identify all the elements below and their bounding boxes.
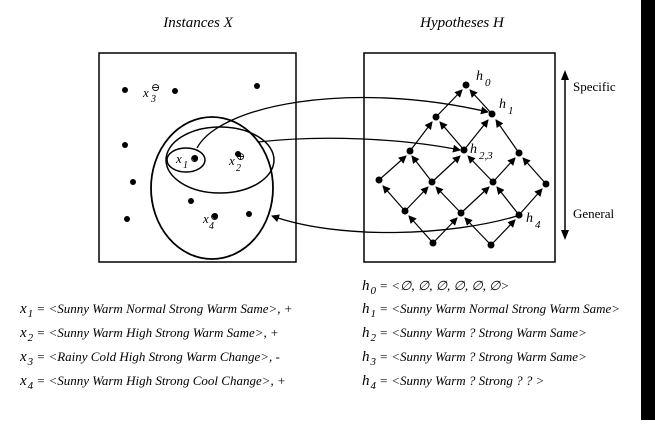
lattice-labels: h 0 h 1 h 2,3 h 4 [470, 69, 541, 231]
instance-dot [188, 198, 194, 204]
lattice-node [429, 239, 437, 247]
h0-label: h [476, 69, 483, 84]
lattice-nodes [375, 81, 550, 249]
hypothesis-row-h4: h4 = <Sunny Warm ? Strong ? ? > [362, 373, 545, 392]
right-edge-bar [641, 0, 655, 420]
hypothesis-row-h2: h2 = <Sunny Warm ? Strong Warm Same> [362, 325, 587, 344]
instance-dot [246, 211, 252, 217]
h1-coverage-ellipse [166, 147, 206, 173]
x2-label: x [228, 153, 235, 168]
instance-dot [172, 88, 178, 94]
x2-sub: 2 [236, 163, 241, 174]
instance-labels: x 3 ⊖ x 1 ⊕ x 2 ⊕ x 4 ⊕ [142, 82, 245, 232]
arrow-x2-to-h23 [257, 137, 461, 153]
x3-label: x [142, 85, 149, 100]
axis-specific-label: Specific [573, 79, 616, 94]
instance-dot-x1 [192, 155, 198, 161]
lattice-node [487, 241, 495, 249]
hypotheses-title: Hypotheses H [419, 15, 505, 31]
lattice-node [401, 207, 409, 215]
lattice-node [515, 149, 523, 157]
h0-sub: 0 [485, 77, 491, 89]
x3-sub: 3 [150, 94, 156, 105]
instance-dots [122, 83, 260, 222]
h1-sub: 1 [508, 105, 514, 117]
specificity-axis: Specific General [561, 70, 616, 240]
hypothesis-space-box [363, 52, 556, 263]
axis-down-arrow [561, 230, 569, 240]
x1-sub: 1 [183, 160, 188, 171]
axis-general-label: General [573, 206, 615, 221]
lattice-node [457, 209, 465, 217]
x1-label: x [175, 151, 182, 166]
arrow-x1-to-h1 [196, 96, 489, 149]
hypothesis-row-h1: h1 = <Sunny Warm Normal Strong Warm Same… [362, 301, 621, 320]
instance-dot [254, 83, 260, 89]
node-h4 [515, 211, 523, 219]
h4-label: h [526, 211, 533, 226]
x4-sub: 4 [209, 221, 214, 232]
instances-title: Instances X [162, 15, 233, 31]
arrow-h4-to-region [271, 214, 518, 234]
h4-sub: 4 [535, 219, 541, 231]
node-h23 [460, 146, 468, 154]
mapping-arrows [196, 96, 518, 234]
lattice-node [432, 113, 440, 121]
instance-dot [130, 179, 136, 185]
x3-minus-sign: ⊖ [151, 82, 160, 94]
h23-label: h [470, 142, 477, 157]
instance-row-x3: x3 = <Rainy Cold High Strong Warm Change… [20, 349, 280, 368]
node-h0 [462, 81, 470, 89]
node-h1 [488, 110, 496, 118]
lattice-node [542, 180, 550, 188]
lattice-arrows [378, 89, 547, 246]
h23-sub: 2,3 [479, 150, 493, 162]
hypothesis-row-h3: h3 = <Sunny Warm ? Strong Warm Same> [362, 349, 587, 368]
lattice-node [406, 147, 414, 155]
instance-dot-x2 [235, 151, 241, 157]
instance-space-box [98, 52, 297, 263]
instance-dot [122, 87, 128, 93]
x4-plus-sign: ⊕ [210, 211, 219, 223]
instance-dot [124, 216, 130, 222]
hypothesis-row-h0: h0 = <∅, ∅, ∅, ∅, ∅, ∅> [362, 278, 510, 297]
instance-dot [122, 142, 128, 148]
x1-plus-sign: ⊕ [190, 153, 199, 165]
instance-row-x1: x1 = <Sunny Warm Normal Strong Warm Same… [20, 301, 293, 320]
x2-plus-sign: ⊕ [236, 151, 245, 163]
lattice-node [428, 178, 436, 186]
x4-label: x [202, 211, 209, 226]
h4-coverage-ellipse [150, 116, 274, 260]
lattice-node [375, 176, 383, 184]
axis-up-arrow [561, 70, 569, 80]
instance-row-x2: x2 = <Sunny Warm High Strong Warm Same>,… [20, 325, 279, 344]
lattice-node [489, 178, 497, 186]
instance-dot-x4 [212, 213, 218, 219]
h1-label: h [499, 97, 506, 112]
instance-row-x4: x4 = <Sunny Warm High Strong Cool Change… [20, 373, 286, 392]
